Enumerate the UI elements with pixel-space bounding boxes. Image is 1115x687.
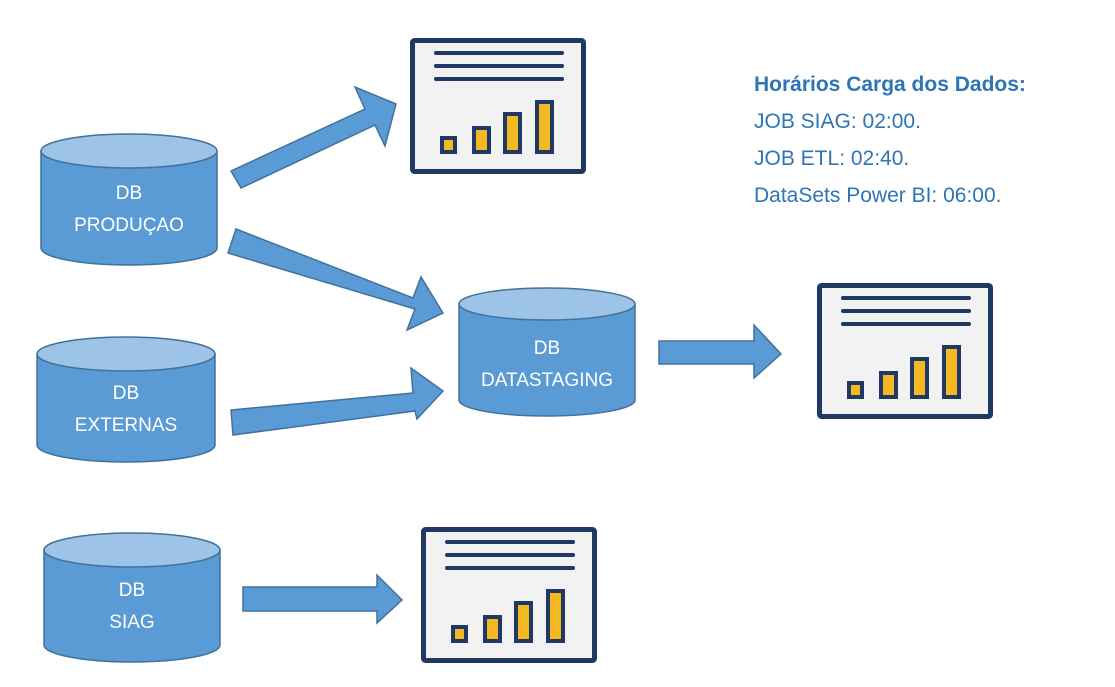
report-chart-icon	[413, 41, 584, 172]
arrow-datastaging-to-report	[658, 323, 783, 380]
legend-line-job-etl: JOB ETL: 02:40.	[754, 147, 910, 170]
db-producao-cylinder	[40, 133, 218, 266]
arrow-producao-to-datastaging	[227, 228, 445, 332]
db-siag-line2: SIAG	[109, 612, 155, 633]
db-siag-cylinder	[43, 532, 221, 663]
db-datastaging-label: DB DATASTAGING	[459, 333, 635, 397]
load-schedule-legend: Horários Carga dos Dados: JOB SIAG: 02:0…	[754, 66, 1026, 214]
db-datastaging-line2: DATASTAGING	[481, 370, 613, 391]
report-chart-icon	[424, 530, 595, 661]
db-externas-line2: EXTERNAS	[74, 415, 178, 436]
db-datastaging-cylinder	[458, 287, 636, 417]
db-siag-label: DB SIAG	[44, 575, 220, 639]
db-externas-cylinder	[36, 336, 216, 463]
arrow-producao-to-report	[229, 85, 397, 189]
arrow-siag-to-report	[242, 573, 404, 625]
legend-line-job-siag: JOB SIAG: 02:00.	[754, 110, 921, 133]
db-siag-line1: DB	[118, 580, 146, 601]
db-datastaging-line1: DB	[533, 338, 561, 359]
legend-line-datasets-powerbi: DataSets Power BI: 06:00.	[754, 184, 1002, 207]
db-producao-line2: PRODUÇAO	[74, 215, 184, 236]
db-producao-label: DB PRODUÇAO	[41, 178, 217, 242]
db-externas-label: DB EXTERNAS	[37, 378, 215, 442]
report-chart-icon	[820, 286, 991, 417]
db-producao-line1: DB	[115, 183, 143, 204]
arrow-externas-to-datastaging	[230, 366, 445, 436]
legend-title: Horários Carga dos Dados:	[754, 73, 1026, 96]
db-externas-line1: DB	[112, 383, 140, 404]
